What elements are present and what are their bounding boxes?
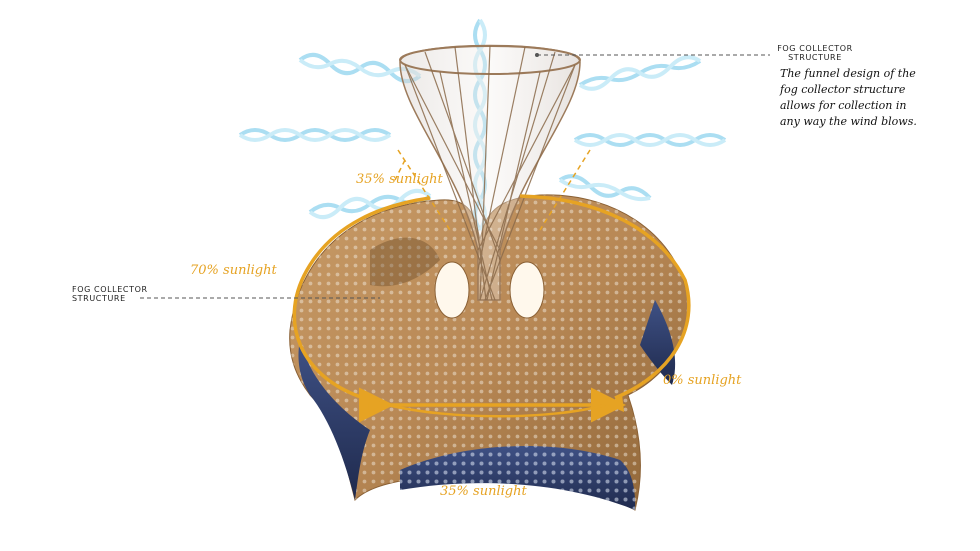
wind-wave-icon [578,55,702,91]
fog-collector-label-top-line2: STRUCTURE [788,53,842,62]
funnel-structure [399,44,581,301]
wind-wave-icon [573,133,727,147]
sunlight-dashes [394,149,591,231]
funnel-description: The funnel design of the fog collector s… [780,66,950,130]
wind-wave-icon [558,178,651,202]
description-line: any way the wind blows. [780,115,917,128]
arrowhead-icon [608,394,624,412]
fog-collector-label-top: FOG COLLECTOR STRUCTURE [770,44,860,62]
fog-collector-label-left: FOG COLLECTOR STRUCTURE [72,285,148,303]
description-line: allows for collection in [780,99,907,112]
fog-collector-label-left-line1: FOG COLLECTOR [72,285,148,294]
arrowhead-icon [368,394,384,412]
wind-wave-icon [573,133,727,147]
sunlight-label-bottom: 35% sunlight [440,484,527,499]
description-line: The funnel design of the [780,67,916,80]
shell-structure [289,194,689,511]
sunlight-label-left: 70% sunlight [190,263,277,278]
wind-wave-icon [298,58,422,78]
wind-wave-icon [238,128,392,142]
sunlight-arc-left [292,196,431,402]
wind-wave-icon [308,188,432,220]
leader-lines [140,54,770,299]
fog-collector-label-top-line1: FOG COLLECTOR [777,44,853,53]
wind-wave-icon [238,128,392,142]
sunlight-label-right: 0% sunlight [663,373,742,388]
sunlight-arc-right [519,194,691,400]
sunlight-label-top: 35% sunlight [356,172,443,187]
sunlight-indicators [292,194,691,423]
description-line: fog collector structure [780,83,906,96]
wind-wave-icon [558,174,652,200]
fog-collector-label-left-line2: STRUCTURE [72,294,126,303]
